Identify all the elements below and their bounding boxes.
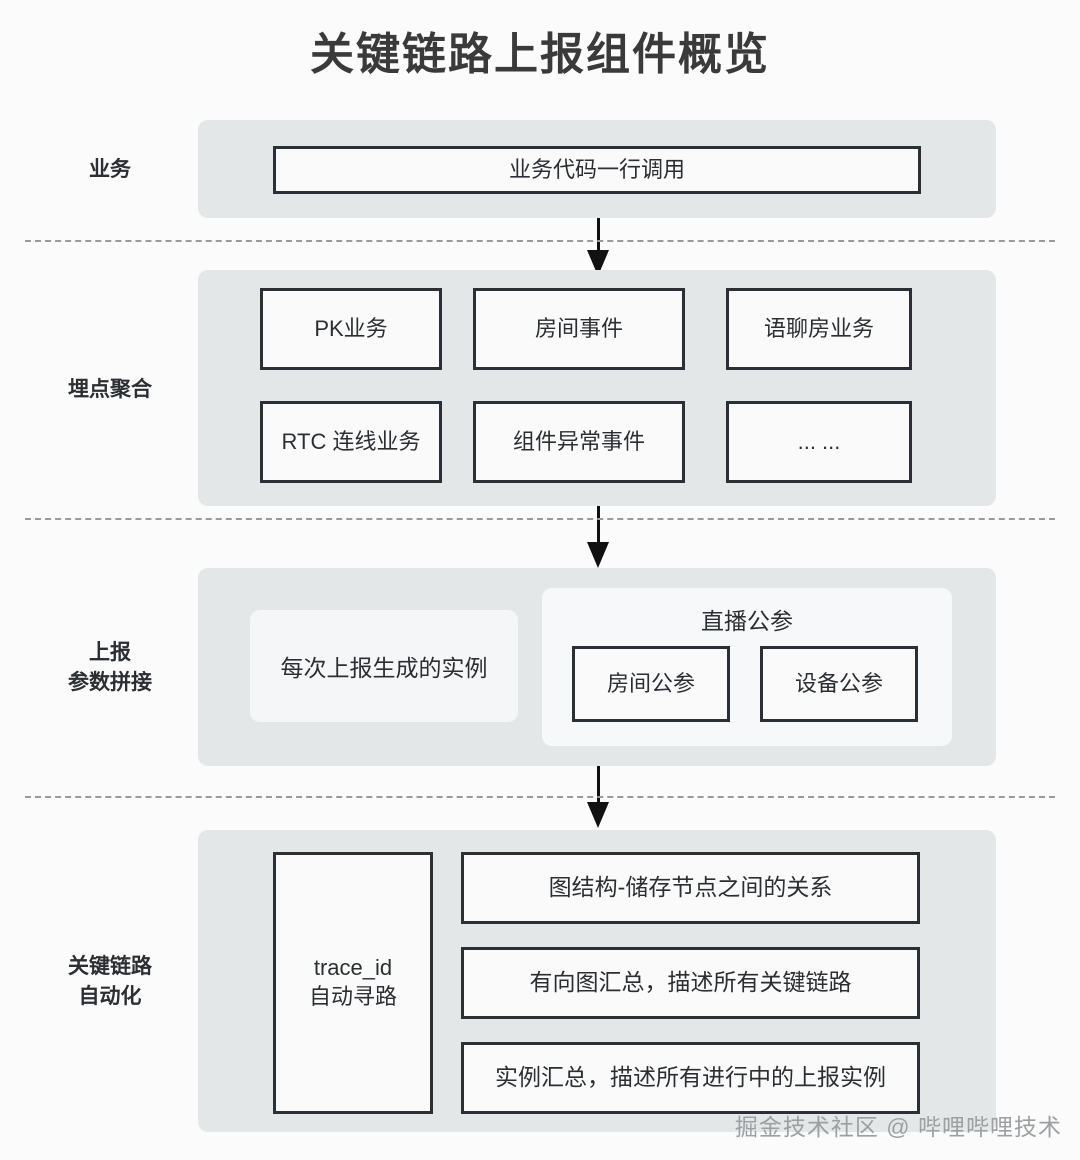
row-label-report-params: 上报 参数拼接 — [25, 638, 195, 699]
panel-aggregation: PK业务 房间事件 语聊房业务 RTC 连线业务 组件异常事件 ... ... — [198, 270, 996, 506]
box-device-common-params[interactable]: 设备公参 — [760, 646, 918, 722]
divider-3 — [25, 796, 1055, 798]
arrow-business-to-aggregation — [586, 218, 610, 276]
panel-business: 业务代码一行调用 — [198, 120, 996, 218]
divider-2 — [25, 518, 1055, 520]
row-label-report-params-line1: 上报 — [89, 641, 131, 664]
row-label-critical-path-automation: 关键链路 自动化 — [25, 952, 195, 1013]
box-rtc-business[interactable]: RTC 连线业务 — [260, 401, 442, 483]
panel-critical-path-automation: trace_id 自动寻路 图结构-储存节点之间的关系 有向图汇总，描述所有关键… — [198, 830, 996, 1132]
row-label-automation-line1: 关键链路 — [68, 955, 152, 978]
divider-1 — [25, 240, 1055, 242]
box-report-instance[interactable]: 每次上报生成的实例 — [250, 610, 518, 722]
arrow-aggregation-to-report — [586, 506, 610, 568]
subpanel-title-live-common-params: 直播公参 — [701, 608, 793, 634]
trace-id-sublabel: 自动寻路 — [308, 984, 397, 1009]
trace-id-label: trace_id — [313, 955, 393, 981]
box-more-ellipsis[interactable]: ... ... — [726, 401, 912, 483]
row-label-automation-line2: 自动化 — [78, 985, 142, 1009]
subpanel-live-common-params: 直播公参 房间公参 设备公参 — [542, 588, 952, 746]
box-instance-summary[interactable]: 实例汇总，描述所有进行中的上报实例 — [461, 1042, 920, 1114]
box-directed-graph-summary[interactable]: 有向图汇总，描述所有关键链路 — [461, 947, 920, 1019]
row-label-business: 业务 — [89, 158, 131, 181]
box-graph-structure[interactable]: 图结构-储存节点之间的关系 — [461, 852, 920, 924]
page-title: 关键链路上报组件概览 — [310, 30, 770, 79]
box-trace-id-auto-path[interactable]: trace_id 自动寻路 — [273, 852, 433, 1114]
box-pk-business[interactable]: PK业务 — [260, 288, 442, 370]
box-voice-room-business[interactable]: 语聊房业务 — [726, 288, 912, 370]
box-business-code-call[interactable]: 业务代码一行调用 — [273, 146, 921, 194]
row-label-aggregation: 埋点聚合 — [68, 378, 152, 401]
panel-report-params: 每次上报生成的实例 直播公参 房间公参 设备公参 — [198, 568, 996, 766]
watermark: 掘金技术社区 @ 哔哩哔哩技术 — [734, 1114, 1062, 1140]
arrow-report-to-automation — [586, 766, 610, 828]
row-label-report-params-line2: 参数拼接 — [68, 671, 152, 695]
box-room-event[interactable]: 房间事件 — [473, 288, 685, 370]
box-room-common-params[interactable]: 房间公参 — [572, 646, 730, 722]
box-component-exception-event[interactable]: 组件异常事件 — [473, 401, 685, 483]
